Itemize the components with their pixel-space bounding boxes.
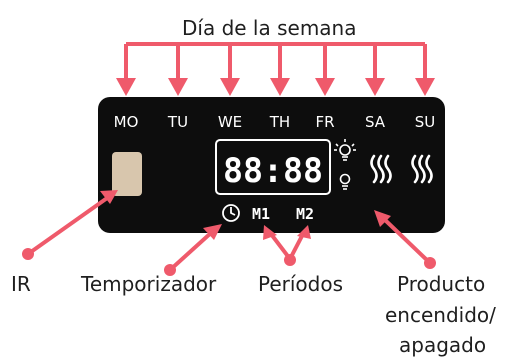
day-label-sa: SA [365,113,386,131]
periods-label: Períodos [258,272,344,296]
mode-m1: M1 [252,205,270,223]
time-display: 88:88 [223,151,323,191]
day-label-tu: TU [167,113,188,131]
clock-icon [222,204,240,222]
day-label-th: TH [269,113,290,131]
day-label-fr: FR [315,113,334,131]
heat-icon [370,154,392,184]
display-panel [98,97,445,233]
bulb-on-icon [334,139,356,161]
day-arrowheads [116,78,435,96]
pointer-arrows [26,194,432,272]
diagram-title: Día de la semana [182,16,357,40]
time-display-frame [215,139,331,195]
ir-label: IR [11,272,31,296]
pointer-dots [22,248,436,276]
day-label-we: WE [218,113,242,131]
mode-m2: M2 [296,205,314,223]
bulb-off-icon [339,173,351,190]
pointer-arrowheads [100,190,391,240]
ir-window [112,152,142,196]
product-label-line1: Producto [397,272,486,296]
day-bracket [124,42,427,80]
timer-label: Temporizador [81,272,217,296]
product-label-line2: encendido/ [385,303,496,327]
day-label-su: SU [415,113,436,131]
product-label-line3: apagado [399,333,487,357]
day-label-mo: MO [114,113,139,131]
heat-icon [411,154,433,184]
